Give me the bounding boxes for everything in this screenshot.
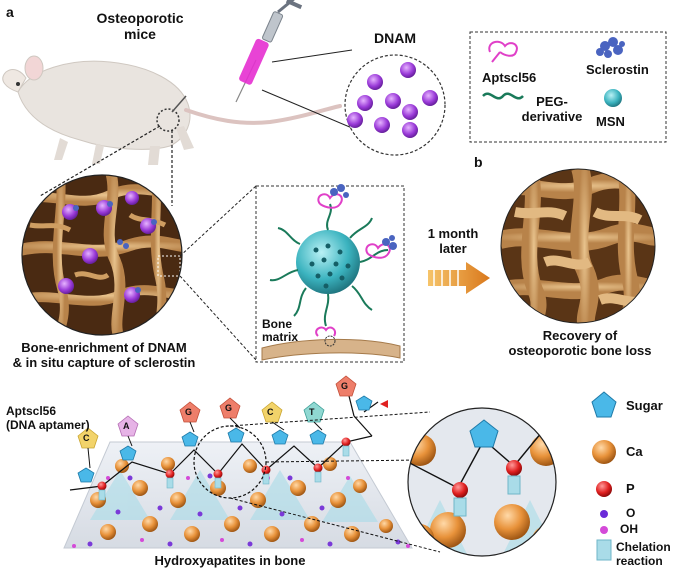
dnam-label: DNAM <box>374 30 416 46</box>
recovery-caption-line2: osteoporotic bone loss <box>508 343 652 358</box>
chem-chelation-line1: Chelation <box>616 540 671 554</box>
time-label-line2: later <box>439 241 467 256</box>
base-letter: C <box>267 407 274 417</box>
legend-aptamer-label: Aptscl56 <box>482 70 537 85</box>
enrichment-caption-line2: & in situ capture of sclerostin <box>12 355 196 370</box>
chem-ca-label: Ca <box>626 444 643 459</box>
recovery-caption-line1: Recovery of <box>542 328 618 343</box>
base-tags <box>77 375 357 469</box>
recovery-caption: Recovery of osteoporotic bone loss <box>500 328 660 358</box>
base-letter: G <box>341 381 349 391</box>
bone-matrix-slab <box>261 338 401 361</box>
aptamer-label: Aptscl56 (DNA aptamer) <box>6 404 90 432</box>
chem-sugar-label: Sugar <box>626 398 663 413</box>
base-letter: T <box>309 407 315 417</box>
mouse-illustration <box>2 55 342 165</box>
chem-o-label: O <box>626 506 636 520</box>
legend-peg-line2: derivative <box>521 109 583 124</box>
peg-chains <box>269 203 389 327</box>
dnam-particles <box>347 62 438 138</box>
time-label-line1: 1 month <box>427 226 479 241</box>
chem-oh-label: OH <box>620 522 638 536</box>
aptamer-sclerostin-bound <box>315 184 397 337</box>
chelation-zoom-circle <box>408 408 556 556</box>
base-letter: G <box>185 407 193 417</box>
legend-sclerostin-label: Sclerostin <box>586 62 649 77</box>
chem-chelation-line2: reaction <box>616 554 663 568</box>
mouse-label: Osteoporotic mice <box>80 10 200 42</box>
mouse-label-line1: Osteoporotic <box>96 10 184 26</box>
time-label: 1 month later <box>418 226 488 256</box>
sclerostin-legend-icon <box>596 37 625 58</box>
bone-matrix-line1: Bone <box>262 317 292 331</box>
panel-b-label: b <box>474 154 483 170</box>
aptamer-label-line2: (DNA aptamer) <box>6 418 90 432</box>
hydroxyapatite-slab <box>63 441 413 549</box>
base-letter: C <box>83 433 90 443</box>
chem-p-label: P <box>626 481 635 496</box>
chem-chelation-label: Chelation reaction <box>616 540 671 568</box>
bone-matrix-line2: matrix <box>262 330 299 344</box>
aptamer-legend-icon <box>488 40 518 63</box>
dna-backbone <box>69 391 388 501</box>
time-arrow <box>428 262 490 294</box>
msn-sphere <box>296 230 360 294</box>
bone-enrichment-circle <box>22 175 182 335</box>
msn-legend-icon <box>604 89 622 107</box>
legend-peg-label: PEG- derivative <box>520 94 584 124</box>
bone-matrix-label: Bone matrix <box>262 318 298 344</box>
recovered-bone-circle <box>501 169 655 323</box>
legend-peg-line1: PEG- <box>536 94 568 109</box>
aptamer-label-line1: Aptscl56 <box>6 404 57 418</box>
enrichment-caption: Bone-enrichment of DNAM & in situ captur… <box>4 340 204 370</box>
panel-a-label: a <box>6 4 14 20</box>
peg-legend-icon <box>482 92 524 100</box>
chem-legend-icons <box>591 391 617 561</box>
enrichment-caption-line1: Bone-enrichment of DNAM <box>21 340 187 355</box>
mouse-label-line2: mice <box>124 26 156 42</box>
base-letter: G <box>225 403 233 413</box>
legend-box <box>469 31 667 143</box>
legend-msn-label: MSN <box>596 114 625 129</box>
bottom-caption: Hydroxyapatites in bone <box>154 553 306 568</box>
syringe-illustration <box>235 0 303 103</box>
base-letter: A <box>123 421 130 431</box>
